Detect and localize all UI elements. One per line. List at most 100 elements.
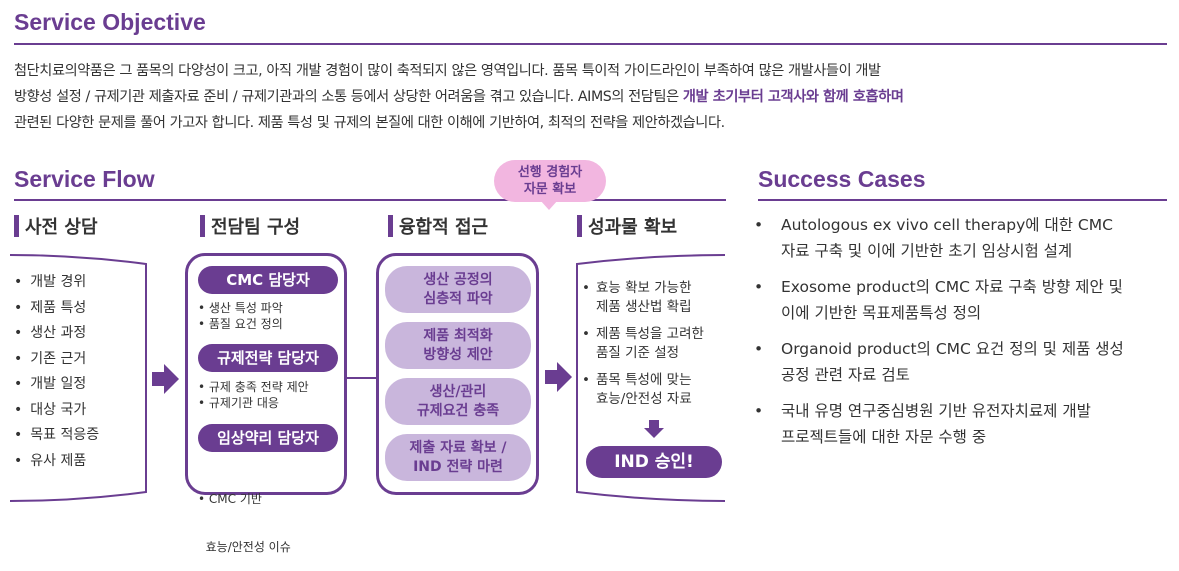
approach-pill: 생산/관리 규제요건 충족 <box>385 378 531 425</box>
list-item: 유사 제품 <box>14 449 99 475</box>
pill-line: 제품 최적화 <box>423 327 493 344</box>
pill-line: 제출 자료 확보 / <box>409 439 507 456</box>
step4-title: 성과물 확보 <box>577 213 677 239</box>
bubble-line-2: 자문 확보 <box>523 182 577 197</box>
regulatory-role-badge: 규제전략 담당자 <box>198 344 338 372</box>
step2-title: 전담팀 구성 <box>200 213 300 239</box>
connector-line <box>347 377 379 379</box>
list-item: 제품 특성 <box>14 296 99 322</box>
objective-line-2: 방향성 설정 / 규제기관 제출자료 준비 / 규제기관과의 소통 등에서 상당… <box>14 84 1172 110</box>
cmc-role-items: • 생산 특성 파악 • 품질 요건 정의 <box>198 300 283 332</box>
case-line: 이에 기반한 목표제품특성 정의 <box>781 304 982 322</box>
step4-bracket <box>576 254 726 502</box>
objective-text: 첨단치료의약품은 그 품목의 다양성이 크고, 아직 개발 경험이 많이 축적되… <box>14 58 1172 136</box>
pill-line: 방향성 제안 <box>423 346 493 363</box>
cases-divider <box>758 199 1167 201</box>
step1-title-text: 사전 상담 <box>25 217 98 238</box>
step1-title: 사전 상담 <box>14 213 98 239</box>
arrow-down-icon <box>644 420 664 438</box>
result-line: 품목 특성에 맞는 <box>595 372 692 388</box>
flow-title: Service Flow <box>14 166 155 192</box>
step4-title-text: 성과물 확보 <box>588 217 678 238</box>
role-item: • 규제 충족 전략 제안 <box>198 380 309 394</box>
cases-title: Success Cases <box>758 166 926 192</box>
regulatory-role-items: • 규제 충족 전략 제안 • 규제기관 대응 <box>198 379 309 411</box>
result-line: 품질 기준 설정 <box>595 345 680 361</box>
approach-pill: 제품 최적화 방향성 제안 <box>385 322 531 369</box>
step2-title-bar <box>200 215 205 237</box>
bubble-tail <box>540 200 558 210</box>
bullet: • <box>754 278 764 296</box>
case-line: 프로젝트들에 대한 자문 수행 중 <box>781 428 987 446</box>
list-item: 개발 경위 <box>14 270 99 296</box>
flow-divider <box>14 199 726 201</box>
pill-line: 생산 공정의 <box>423 271 493 288</box>
step1-list: 개발 경위 제품 특성 생산 과정 기존 근거 개발 일정 대상 국가 목표 적… <box>14 270 99 474</box>
bullet: • <box>754 216 764 234</box>
cases-list: • Autologous ex vivo cell therapy에 대한 CMC… <box>754 212 1124 460</box>
approach-pill: 생산 공정의 심층적 파악 <box>385 266 531 313</box>
result-line: 제품 특성을 고려한 <box>595 326 704 342</box>
pill-line: IND 전략 마련 <box>413 458 503 475</box>
pill-line: 심층적 파악 <box>423 290 493 307</box>
case-line: 자료 구축 및 이에 기반한 초기 임상시험 설계 <box>781 242 1073 260</box>
result-line: 효능 확보 가능한 <box>595 280 692 296</box>
role-item: • 생산 특성 파악 <box>198 301 283 315</box>
bullet <box>582 279 590 317</box>
role-item: • CMC 기반 <box>198 492 262 506</box>
result-line: 제품 생산법 확립 <box>595 299 692 315</box>
result-line: 효능/안전성 자료 <box>595 391 692 407</box>
step2-title-text: 전담팀 구성 <box>211 217 301 238</box>
step4-title-bar <box>577 215 582 237</box>
step1-bracket <box>9 254 147 502</box>
pharmacology-role-badge: 임상약리 담당자 <box>198 424 338 452</box>
case-line: Exosome product의 CMC 자료 구축 방향 제안 및 <box>781 278 1123 296</box>
pharmacology-role-items: • CMC 기반 효능/안전성 이슈 <box>198 459 291 571</box>
case-line: Autologous ex vivo cell therapy에 대한 CMC <box>781 216 1113 234</box>
objective-divider <box>14 43 1167 45</box>
objective-title: Service Objective <box>14 9 206 35</box>
objective-line-3: 관련된 다양한 문제를 풀어 가고자 합니다. 제품 특성 및 규제의 본질에 … <box>14 115 725 131</box>
bullet <box>582 325 590 363</box>
approach-pill: 제출 자료 확보 / IND 전략 마련 <box>385 434 531 481</box>
pill-line: 규제요건 충족 <box>416 402 500 419</box>
list-item: 생산 과정 <box>14 321 99 347</box>
list-item: 대상 국가 <box>14 398 99 424</box>
arrow-right-icon <box>152 364 179 394</box>
list-item: 기존 근거 <box>14 347 99 373</box>
objective-line-1: 첨단치료의약품은 그 품목의 다양성이 크고, 아직 개발 경험이 많이 축적되… <box>14 63 881 79</box>
case-line: 공정 관련 자료 검토 <box>781 366 910 384</box>
case-item: • Autologous ex vivo cell therapy에 대한 CMC… <box>754 212 1124 264</box>
step3-title: 융합적 접근 <box>388 213 488 239</box>
list-item: 개발 일정 <box>14 372 99 398</box>
ind-approval-badge: IND 승인! <box>586 446 722 478</box>
role-item: • 품질 요건 정의 <box>198 317 283 331</box>
bullet: • <box>754 340 764 358</box>
step3-title-text: 융합적 접근 <box>399 217 489 238</box>
case-line: Organoid product의 CMC 요건 정의 및 제품 생성 <box>781 340 1124 358</box>
step1-title-bar <box>14 215 19 237</box>
role-item: • 규제기관 대응 <box>198 396 279 410</box>
objective-line-2-text: 방향성 설정 / 규제기관 제출자료 준비 / 규제기관과의 소통 등에서 상당… <box>14 89 683 105</box>
list-item: 목표 적응증 <box>14 423 99 449</box>
case-line: 국내 유명 연구중심병원 기반 유전자치료제 개발 <box>781 402 1091 420</box>
pill-line: 생산/관리 <box>429 383 487 400</box>
role-item: 효능/안전성 이슈 <box>198 540 291 554</box>
advisor-bubble: 선행 경험자 자문 확보 <box>494 160 606 202</box>
step3-title-bar <box>388 215 393 237</box>
objective-highlight: 개발 초기부터 고객사와 함께 호흡하며 <box>682 89 904 105</box>
bubble-line-1: 선행 경험자 <box>517 165 583 180</box>
bullet <box>582 371 590 409</box>
cmc-role-badge: CMC 담당자 <box>198 266 338 294</box>
bullet: • <box>754 402 764 420</box>
